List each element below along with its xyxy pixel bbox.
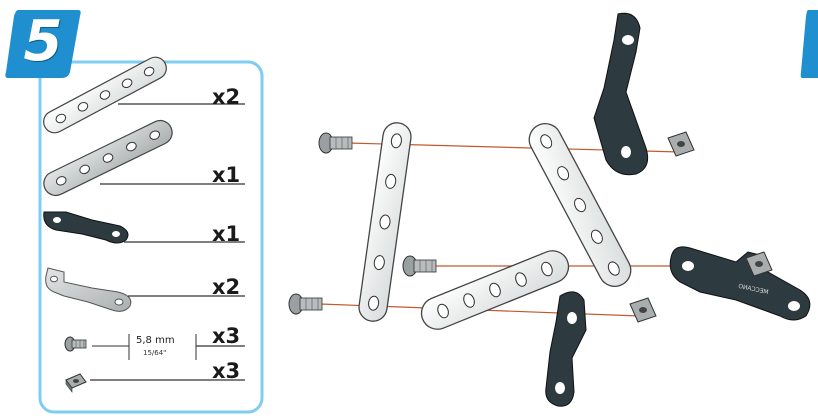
- quantity-label: x2: [212, 275, 241, 299]
- quantity-label: x3: [212, 359, 241, 383]
- assembly-square-nut: [745, 251, 773, 277]
- assembly-screw: [402, 255, 437, 277]
- part-straight-strip-light: [43, 56, 167, 134]
- screw-length-imperial: 15/64": [143, 349, 167, 357]
- quantity-label: x1: [212, 222, 241, 246]
- assembly-strip-right: [528, 123, 632, 287]
- part-screw: [64, 336, 87, 352]
- assembly-screw: [318, 132, 353, 154]
- step-number: 5: [23, 9, 63, 74]
- assembly-dark-double-bracket-right: [669, 246, 811, 321]
- part-grey-double-angle-bracket: [45, 267, 132, 312]
- assembly-dark-bracket-bottom: [545, 291, 587, 407]
- assembly-strip-left: [358, 122, 412, 322]
- assembly-screw: [288, 293, 323, 315]
- assembly-square-nut: [629, 297, 657, 323]
- part-square-nut: [65, 373, 87, 393]
- assembly-dark-bracket-top: [593, 12, 649, 176]
- quantity-label: x3: [212, 324, 241, 348]
- part-straight-strip-grey: [43, 119, 173, 197]
- quantity-label: x1: [212, 163, 241, 187]
- assembly-strip-bottom: [420, 250, 570, 330]
- screw-length-metric: 5,8 mm: [136, 335, 175, 346]
- next-step-badge: [800, 10, 818, 78]
- part-dark-angle-bracket: [43, 211, 129, 244]
- step-badge: [5, 10, 81, 78]
- assembly-square-nut: [667, 131, 695, 157]
- quantity-label: x2: [212, 85, 241, 109]
